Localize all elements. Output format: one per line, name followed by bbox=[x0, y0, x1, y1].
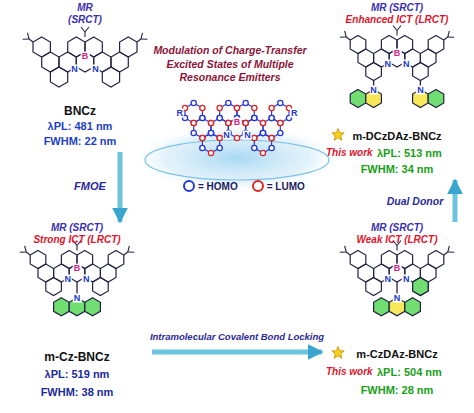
state-label: MR (SRCT) bbox=[63, 2, 107, 26]
state-label: MR (SRCT) bbox=[322, 2, 472, 14]
atom-label: B bbox=[81, 52, 90, 61]
panel-text: FWHM: 28 nm bbox=[322, 384, 472, 397]
panel-text: λPL: 519 nm bbox=[2, 368, 152, 381]
compound-panel: MR (SRCT) BNCz λPL: 481 nm FWHM: 22 nm bbox=[5, 2, 155, 152]
reaction-arrow bbox=[152, 350, 322, 355]
legend-item: = LUMO bbox=[252, 180, 305, 192]
state-label: MR (SRCT) bbox=[2, 222, 152, 234]
panel-text: m-Cz-BNCz bbox=[2, 350, 152, 364]
panel-text: FWHM: 22 nm bbox=[5, 135, 155, 148]
molecule bbox=[30, 251, 124, 316]
atom-label: B bbox=[393, 48, 402, 57]
glow-disc bbox=[132, 124, 342, 192]
atom-label: N bbox=[416, 86, 425, 95]
atom-label: R bbox=[176, 109, 185, 118]
atom-label: N bbox=[222, 130, 231, 139]
panel-text: This work bbox=[326, 147, 376, 159]
panel-text: This work bbox=[326, 366, 376, 378]
state-label: MR (SRCT) bbox=[322, 222, 472, 234]
title: Modulation of Charge-Transfer Excited St… bbox=[140, 44, 320, 85]
legend-text: = LUMO bbox=[267, 181, 305, 192]
atom-label: N bbox=[383, 60, 392, 69]
atom-label: N bbox=[70, 64, 79, 73]
legend-item: = HOMO bbox=[183, 180, 238, 192]
atom-label: N bbox=[63, 275, 72, 284]
reaction-arrow bbox=[118, 152, 123, 222]
panel-text: Enhanced ICT (LRCT) bbox=[322, 14, 472, 26]
star-mark bbox=[332, 129, 344, 141]
legend-swatch bbox=[183, 180, 195, 192]
atom-label: N bbox=[369, 86, 378, 95]
panel-text: m-CzDAz-BNCz bbox=[322, 348, 472, 361]
panel-text: BNCz bbox=[5, 104, 155, 118]
atom-label: N bbox=[243, 130, 252, 139]
atom-label: N bbox=[383, 275, 392, 284]
arrow-label: FMOE bbox=[72, 180, 108, 193]
atom-label: N bbox=[393, 293, 402, 302]
molecule bbox=[182, 100, 291, 155]
panel-text: FWHM: 34 nm bbox=[322, 163, 472, 176]
atom-label: N bbox=[82, 275, 91, 284]
panel-text: λPL: 513 nm bbox=[377, 147, 472, 160]
panel-text: FWHM: 38 nm bbox=[2, 386, 152, 399]
arrow-label: Intramolecular Covalent Bond Locking bbox=[148, 331, 326, 342]
legend: = HOMO = LUMO bbox=[183, 180, 305, 192]
molecule bbox=[350, 251, 444, 316]
atom-label: B bbox=[73, 263, 82, 272]
panel-text: m-DCzDAz-BNCz bbox=[322, 130, 472, 143]
molecule bbox=[33, 37, 137, 87]
legend-swatch bbox=[252, 180, 264, 192]
legend-text: = HOMO bbox=[198, 181, 238, 192]
compound-panel: MR (SRCT)Weak ICT (LRCT) m-CzDAz-BNCzThis… bbox=[322, 222, 472, 410]
atom-label: N bbox=[73, 293, 82, 302]
atom-label: N bbox=[91, 64, 100, 73]
panel-text: Weak ICT (LRCT) bbox=[322, 234, 472, 246]
atom-label: B bbox=[233, 118, 242, 127]
orbit-ring bbox=[145, 140, 329, 180]
compound-panel: MR (SRCT)Strong ICT (LRCT) m-Cz-BNCz λPL: … bbox=[2, 222, 152, 410]
panel-text: Strong ICT (LRCT) bbox=[2, 234, 152, 246]
star-mark bbox=[332, 347, 344, 359]
atom-label: R bbox=[290, 109, 299, 118]
reaction-arrow bbox=[453, 180, 458, 222]
arrow-label: Dual Donor bbox=[385, 195, 446, 208]
atom-label: N bbox=[402, 60, 411, 69]
panel-text: λPL: 504 nm bbox=[377, 366, 472, 379]
molecule bbox=[350, 36, 444, 108]
atom-label: B bbox=[393, 263, 402, 272]
atom-label: N bbox=[402, 275, 411, 284]
compound-panel: MR (SRCT)Enhanced ICT (LRCT) m-DCzDAz-BNC… bbox=[322, 2, 472, 180]
panel-text: λPL: 481 nm bbox=[5, 120, 155, 133]
